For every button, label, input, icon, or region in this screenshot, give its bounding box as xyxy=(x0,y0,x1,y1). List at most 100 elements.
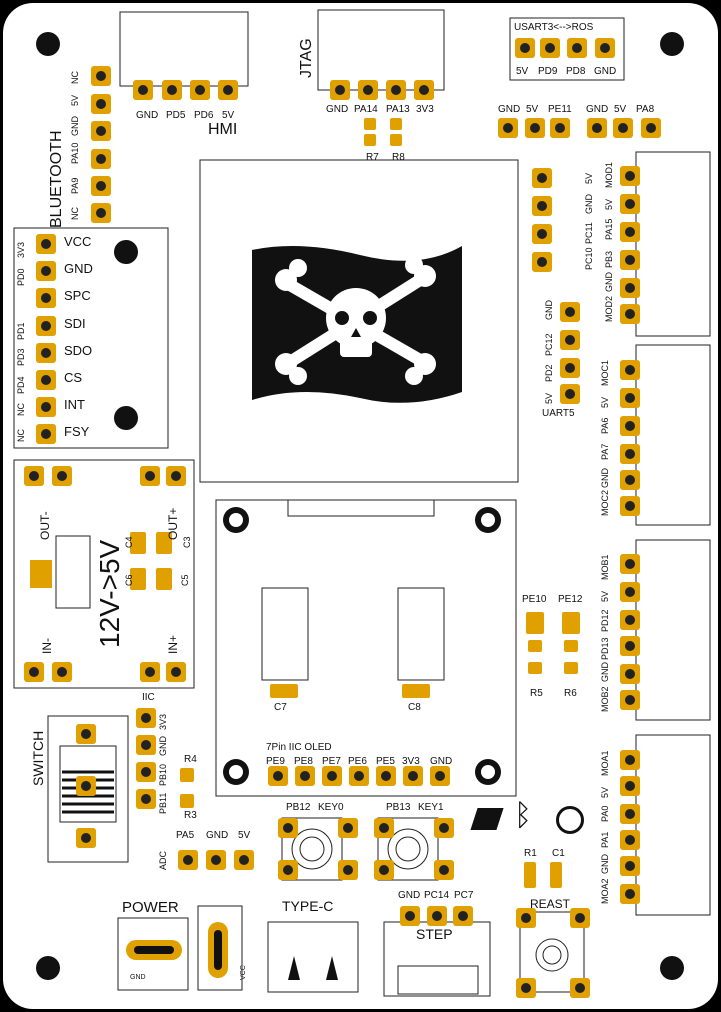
pe12-label: PE12 xyxy=(558,594,583,605)
switch-label: SWITCH xyxy=(30,730,46,786)
dcdc-out-minus: OUT- xyxy=(38,511,52,540)
c3-label: C3 xyxy=(182,536,192,548)
mod1-pin-label: PA15 xyxy=(604,218,614,240)
mod1-left-label: 5V xyxy=(584,172,594,184)
hmi-pin xyxy=(162,80,182,100)
imu-right-label: INT xyxy=(64,397,85,412)
moa-pin-label: MOA2 xyxy=(600,878,610,904)
mob-pin xyxy=(620,690,640,710)
mod1-left-pin xyxy=(532,252,552,272)
imu-pin xyxy=(36,234,56,254)
r5-label: R5 xyxy=(530,688,543,699)
r6-pad xyxy=(564,640,578,652)
mod1-left-pin xyxy=(532,168,552,188)
imu-pin xyxy=(36,288,56,308)
bt-pin xyxy=(91,66,111,86)
bt-pin-label: PA9 xyxy=(70,177,80,194)
step-pin xyxy=(400,906,420,926)
oled-pin-label: PE9 xyxy=(266,756,285,767)
adc-pin xyxy=(206,850,226,870)
mod1-pin xyxy=(620,278,640,298)
imu-left-label: 3V3 xyxy=(16,241,26,258)
r5-pad xyxy=(528,640,542,652)
dcdc-pad xyxy=(140,662,160,682)
adc-pin-label: 5V xyxy=(238,830,251,841)
key1-pad xyxy=(434,860,454,880)
mob-pin-label: 5V xyxy=(600,590,610,602)
imu-pin xyxy=(36,316,56,336)
oled-pin xyxy=(268,766,288,786)
power-label: POWER xyxy=(122,899,179,916)
dcdc-pad xyxy=(140,466,160,486)
c5-label: C5 xyxy=(180,574,190,586)
imu-left-label: NC xyxy=(16,429,26,442)
gpio2-pin xyxy=(587,118,607,138)
gnd-small-label: GND xyxy=(130,974,146,981)
imu-right-label: CS xyxy=(64,370,83,385)
moc-pin-label: GND xyxy=(600,468,610,488)
uart3-pin-label: 5V xyxy=(516,66,529,77)
r3-label: R3 xyxy=(184,810,197,821)
moc-pin xyxy=(620,360,640,380)
key1-pin-label: KEY1 xyxy=(418,802,444,813)
step-pin-label: PC7 xyxy=(454,890,474,901)
gpio2-pin xyxy=(641,118,661,138)
r6-label: R6 xyxy=(564,688,577,699)
uart5-pin-label: PD2 xyxy=(544,364,554,382)
mod1-pin-label: MOD1 xyxy=(604,161,614,188)
imu-pin xyxy=(36,261,56,281)
c8-label: C8 xyxy=(408,702,421,713)
iic-pin-label: 3V3 xyxy=(158,713,168,730)
imu-pin xyxy=(36,370,56,390)
uart5-pin xyxy=(560,330,580,350)
adc-pin-label: PA5 xyxy=(176,830,195,841)
gpio2-pin-label: PA8 xyxy=(636,104,655,115)
key1-pad xyxy=(374,818,394,838)
iic-pin-label: PB10 xyxy=(158,763,168,786)
key0-pad xyxy=(338,860,358,880)
oled-pin-label: GND xyxy=(430,756,453,767)
c7-label: C7 xyxy=(274,702,287,713)
uart3-pin-label: PD8 xyxy=(566,66,586,77)
r8-pad xyxy=(390,118,402,130)
key0-pin-label: KEY0 xyxy=(318,802,344,813)
adc-pin-label: GND xyxy=(206,830,229,841)
oled-pin-label: PE5 xyxy=(376,756,395,767)
r4-pad xyxy=(180,768,194,782)
dcdc-rating: 12V->5V xyxy=(94,539,125,648)
mod1-pin xyxy=(620,250,640,270)
mob-pin xyxy=(620,610,640,630)
vcc-small-label: VCC xyxy=(240,965,247,980)
key1-pad xyxy=(434,818,454,838)
oled-pin xyxy=(376,766,396,786)
moc-pin-label: PA7 xyxy=(600,443,610,460)
mod1-left-label: PC11 xyxy=(584,222,594,244)
moa-pin xyxy=(620,830,640,850)
moc-pin-label: PA6 xyxy=(600,417,610,434)
bt-pin xyxy=(91,203,111,223)
uart3-pin xyxy=(540,38,560,58)
mob-pin-label: MOB1 xyxy=(600,554,610,580)
uart3-title: USART3<-->ROS xyxy=(514,22,594,33)
oled-pin-label: PE7 xyxy=(322,756,341,767)
step-pin xyxy=(453,906,473,926)
mod1-left-pin xyxy=(532,224,552,244)
iic-pin-label: PB11 xyxy=(158,792,168,814)
iic-pin xyxy=(136,762,156,782)
iic-pin xyxy=(136,735,156,755)
c4-label: C4 xyxy=(124,536,134,548)
uart3-pin xyxy=(567,38,587,58)
hmi-label: HMI xyxy=(208,121,238,138)
mob-pin xyxy=(620,636,640,656)
c3-pad xyxy=(156,532,172,554)
moc-pin-label: 5V xyxy=(600,396,610,408)
key0-pad xyxy=(278,860,298,880)
jtag-pin-label: PA13 xyxy=(386,104,410,115)
uart5-label: UART5 xyxy=(542,408,575,419)
mod1-pin xyxy=(620,194,640,214)
r8-pad xyxy=(390,134,402,146)
bt-pin xyxy=(91,121,111,141)
imu-left-label: PD3 xyxy=(16,348,26,366)
moa-pin xyxy=(620,776,640,796)
